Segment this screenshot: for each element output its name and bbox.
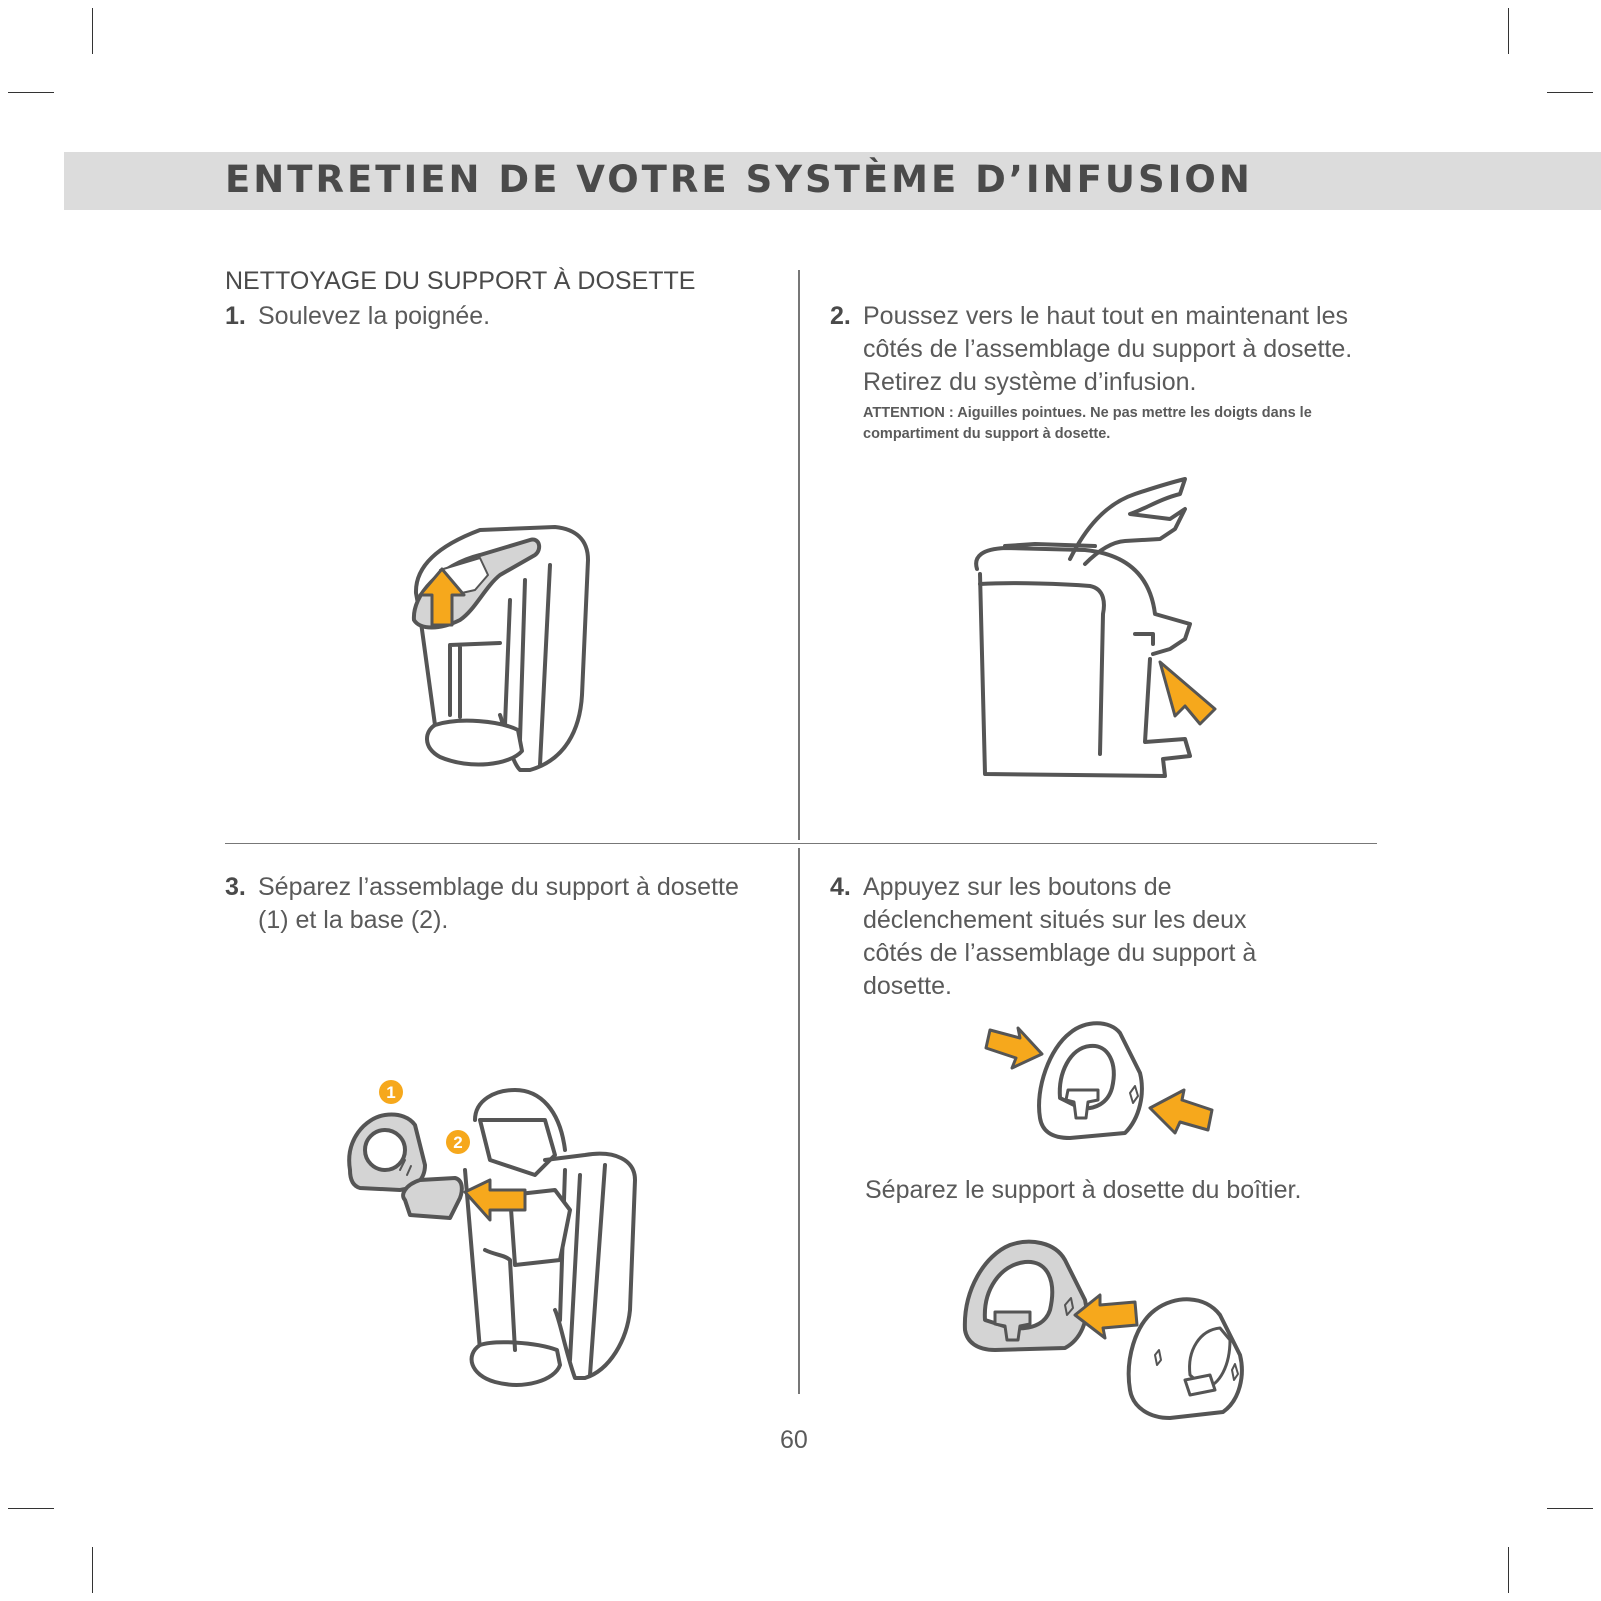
crop-mark xyxy=(8,92,54,93)
separate-assembly-illustration: 1 2 xyxy=(347,1080,637,1387)
crop-mark xyxy=(8,1508,54,1509)
step-number: 4. xyxy=(830,873,851,901)
step-2: 2. Poussez vers le haut tout en maintena… xyxy=(830,300,1370,399)
step-text: Séparez l’assemblage du support à dosett… xyxy=(258,873,739,934)
crop-mark xyxy=(92,8,93,54)
step-number: 2. xyxy=(830,302,851,330)
badge-2: 2 xyxy=(453,1133,462,1152)
step-text: Poussez vers le haut tout en maintenant … xyxy=(863,302,1353,396)
header-band xyxy=(64,152,1601,210)
column-divider xyxy=(798,848,800,1394)
step-text: Soulevez la poignée. xyxy=(258,302,491,330)
section-title: NETTOYAGE DU SUPPORT À DOSETTE xyxy=(225,267,696,295)
separate-caption: Séparez le support à dosette du boîtier. xyxy=(865,1176,1302,1204)
step-3: 3. Séparez l’assemblage du support à dos… xyxy=(225,871,745,937)
brewer-side-remove-illustration xyxy=(974,477,1217,778)
row-divider xyxy=(225,843,1377,844)
step-number: 3. xyxy=(225,873,246,901)
crop-mark xyxy=(1508,8,1509,54)
page-title: ENTRETIEN DE VOTRE SYSTÈME D’INFUSION xyxy=(225,158,1253,201)
crop-mark xyxy=(92,1547,93,1593)
brewer-lift-handle-illustration xyxy=(411,525,590,772)
badge-1: 1 xyxy=(386,1083,395,1102)
press-release-buttons-illustration xyxy=(984,1021,1214,1140)
column-divider xyxy=(798,270,800,840)
attention-warning: ATTENTION : Aiguilles pointues. Ne pas m… xyxy=(863,405,1312,442)
step-number: 1. xyxy=(225,302,246,330)
crop-mark xyxy=(1547,1508,1593,1509)
step-text: Appuyez sur les boutons de déclenchement… xyxy=(863,873,1257,1000)
crop-mark xyxy=(1508,1547,1509,1593)
crop-mark xyxy=(1547,92,1593,93)
page-number: 60 xyxy=(780,1426,808,1454)
step-4: 4. Appuyez sur les boutons de déclenchem… xyxy=(830,871,1310,1003)
step-1: 1. Soulevez la poignée. xyxy=(225,300,765,333)
separate-holder-housing-illustration xyxy=(962,1239,1244,1420)
